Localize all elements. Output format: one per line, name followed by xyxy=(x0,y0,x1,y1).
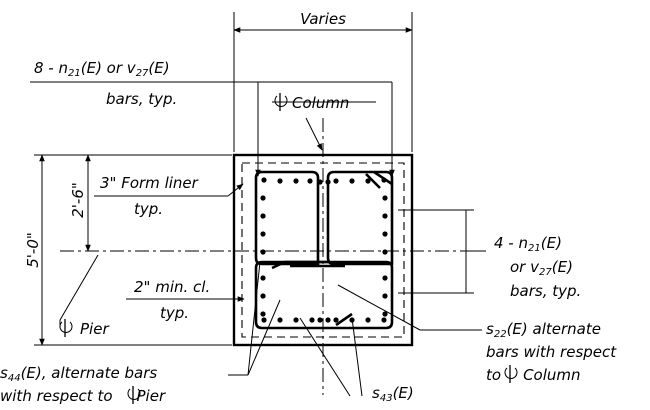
min-clear-line1: 2" min. cl. xyxy=(134,278,210,296)
centerline-icon xyxy=(504,364,518,384)
dimension-5-0: 5'-0" xyxy=(24,232,42,268)
pier-section xyxy=(60,153,474,347)
form-liner-outline xyxy=(241,162,405,338)
centerline-icon xyxy=(59,318,73,338)
right-bars-line1: 4 - n21(E) xyxy=(494,234,562,254)
form-liner-callout: 3" Form liner typ. xyxy=(94,174,244,218)
pier-label: Pier xyxy=(80,320,109,338)
pier-outline xyxy=(232,153,414,347)
s43-label: s43(E) xyxy=(372,384,414,404)
min-clear-line2: typ. xyxy=(160,304,189,322)
s44-line1: s44(E), alternate bars xyxy=(0,364,157,384)
dimension-2-6: 2'-6" xyxy=(69,182,87,218)
top-bars-callout: 8 - n21(E) or v27(E) bars, typ. xyxy=(30,59,395,177)
pier-centerline-callout: Pier xyxy=(59,254,109,338)
s43-callout: s43(E) xyxy=(299,317,414,404)
column-label: Column xyxy=(292,94,349,112)
left-dimensions: 5'-0" 2'-6" xyxy=(24,154,232,346)
form-liner-line1: 3" Form liner xyxy=(100,174,199,192)
right-bars-callout: 4 - n21(E) or v27(E) bars, typ. xyxy=(398,209,581,300)
s22-line2: bars with respect xyxy=(486,343,617,361)
varies-label: Varies xyxy=(300,10,346,28)
top-bars-callout-line2: bars, typ. xyxy=(106,90,177,108)
right-bars-line3: bars, typ. xyxy=(510,282,581,300)
form-liner-line2: typ. xyxy=(134,200,163,218)
top-bars-callout-line1: 8 - n21(E) or v27(E) xyxy=(34,59,170,79)
varies-dimension: Varies xyxy=(233,10,413,152)
s22-line1: s22(E) alternate xyxy=(486,320,601,340)
column-centerline: Column xyxy=(272,92,376,395)
min-clear-callout: 2" min. cl. typ. xyxy=(126,278,245,322)
right-bars-line2: or v27(E) xyxy=(510,258,573,278)
